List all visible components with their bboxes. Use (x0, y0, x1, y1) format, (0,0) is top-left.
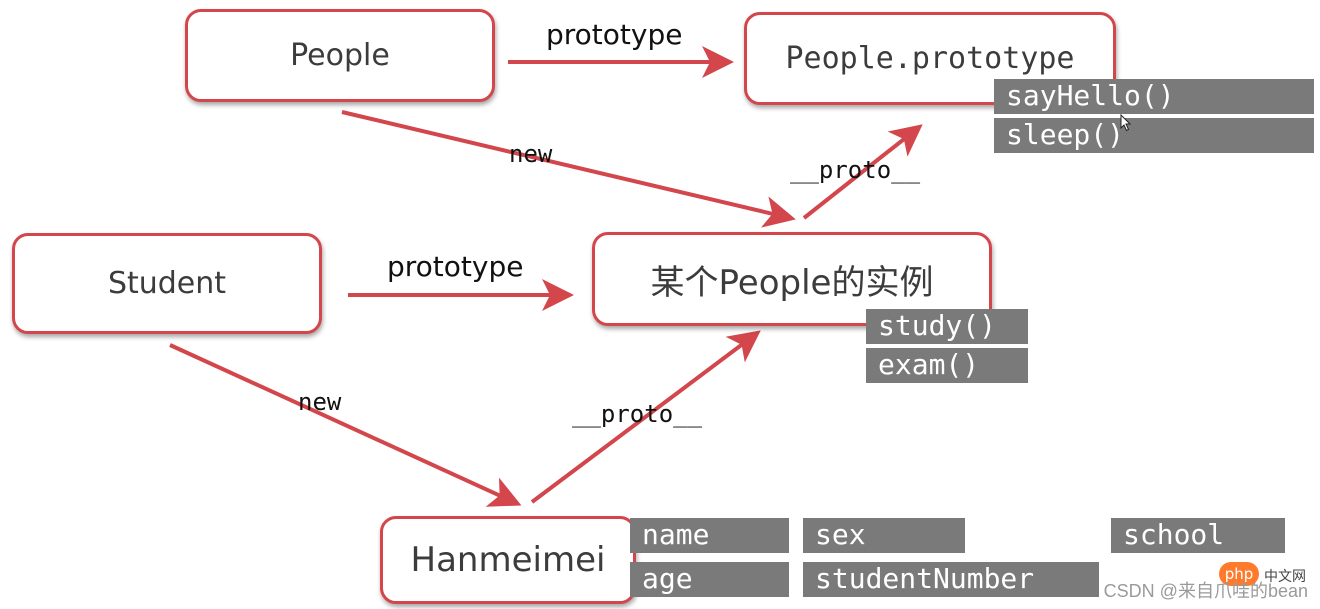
edge-label-instance-proto: __proto__ (790, 156, 921, 184)
arrow-people-new (341, 110, 796, 228)
property-tag-school: school (1111, 518, 1285, 553)
node-hanmeimei: Hanmeimei (380, 516, 636, 604)
edge-label-student-prototype: prototype (387, 250, 524, 283)
property-tag-sex: sex (803, 518, 965, 553)
node-people-label: People (290, 38, 390, 73)
method-tag-exam: exam() (866, 348, 1028, 383)
edge-label-student-new: new (298, 388, 342, 416)
arrow-student-new (169, 343, 522, 507)
node-hanmeimei-label: Hanmeimei (410, 540, 606, 580)
csdn-watermark: CSDN @来自爪哇的bean (1103, 581, 1308, 601)
mouse-cursor-icon (1120, 114, 1132, 132)
method-tag-sleep: sleep() (994, 118, 1314, 153)
edge-label-hanmeimei-proto: __proto__ (572, 400, 703, 428)
arrow-hanmeimei-proto (530, 330, 761, 504)
php-logo-caption: 中文网 (1264, 569, 1306, 585)
method-tag-sayhello: sayHello() (994, 79, 1314, 114)
node-student-label: Student (107, 266, 227, 301)
edge-label-people-new: new (509, 140, 553, 168)
property-tag-studentnumber: studentNumber (803, 562, 1099, 597)
node-people: People (185, 9, 495, 102)
property-tag-name: name (630, 518, 789, 553)
method-tag-study: study() (866, 309, 1028, 344)
edge-label-people-prototype: prototype (546, 18, 683, 51)
node-student: Student (12, 233, 322, 334)
node-people-prototype-label: People.prototype (785, 41, 1075, 76)
property-tag-age: age (630, 562, 789, 597)
node-people-instance-label: 某个People的实例 (650, 262, 934, 303)
arrow-instance-proto (802, 124, 923, 220)
php-logo-icon: php (1219, 562, 1259, 586)
